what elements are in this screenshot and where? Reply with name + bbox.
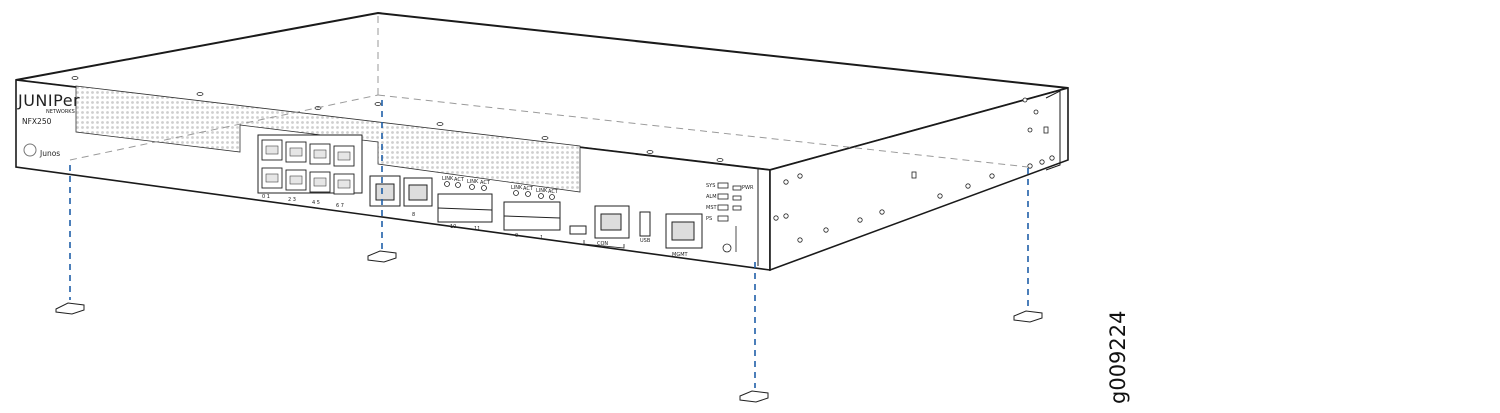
rj45-label-1: 2 3	[288, 197, 296, 203]
led-a-3: ACT	[480, 180, 491, 186]
figure-id: g009224	[1106, 311, 1130, 405]
underside-outline	[69, 16, 1029, 168]
os-logo: Junos	[39, 149, 60, 158]
sfp-a-leds	[444, 181, 487, 191]
foot-guides	[69, 100, 1029, 388]
console-area	[569, 205, 651, 249]
brand-logo: JUNIPer	[17, 91, 80, 110]
rubber-foot-3	[739, 390, 769, 403]
port-8-group	[369, 175, 433, 207]
front-labels: JUNIPer NETWORKS NFX250 Junos 0 1 2 3 4 …	[17, 91, 754, 258]
rj45-label-0: 0 1	[262, 194, 270, 200]
led-b-0: LINK	[511, 185, 523, 191]
sfp-a-label-1: 11	[474, 226, 480, 232]
sfp-b-label-0: 0	[515, 233, 518, 239]
rubber-foot-4	[1013, 310, 1043, 323]
mgmt-port	[665, 213, 703, 249]
vent-mesh	[75, 85, 581, 193]
rubber-feet	[55, 250, 1043, 403]
model-label: NFX250	[22, 117, 52, 126]
led-a-1: ACT	[454, 177, 465, 183]
power-indicator-label: PWR	[742, 185, 754, 191]
brand-sub: NETWORKS	[46, 109, 75, 115]
status-led-2: MST	[706, 205, 717, 211]
led-a-0: LINK	[442, 176, 454, 182]
status-led-1: ALM	[706, 194, 717, 200]
status-leds	[717, 182, 742, 253]
sfp-cages-b	[503, 201, 561, 231]
os-logo-icon	[23, 143, 37, 157]
rj45-label-2: 4 5	[312, 200, 320, 206]
mgmt-label: MGMT	[672, 252, 689, 258]
sfp-a-label-0: 10	[450, 224, 456, 230]
port-8-label: 8	[412, 212, 415, 218]
status-led-3: PS	[706, 216, 712, 222]
usb-label: USB	[640, 238, 651, 244]
rj45-port-block	[257, 134, 363, 195]
rj45-label-3: 6 7	[336, 203, 344, 209]
console-label: CON	[597, 241, 608, 247]
led-b-1: ACT	[523, 186, 534, 192]
sfp-b-leds	[513, 190, 555, 200]
chassis-right-side	[769, 86, 1069, 272]
side-screws	[773, 97, 1055, 243]
rubber-foot-1	[55, 302, 85, 315]
sfp-b-label-1: 1	[540, 235, 543, 241]
led-a-2: LINK	[467, 179, 479, 185]
status-led-0: SYS	[706, 183, 715, 189]
led-b-3: ACT	[548, 189, 559, 195]
rubber-foot-2	[367, 250, 397, 263]
led-b-2: LINK	[536, 188, 548, 194]
sfp-cages-a	[437, 193, 493, 223]
